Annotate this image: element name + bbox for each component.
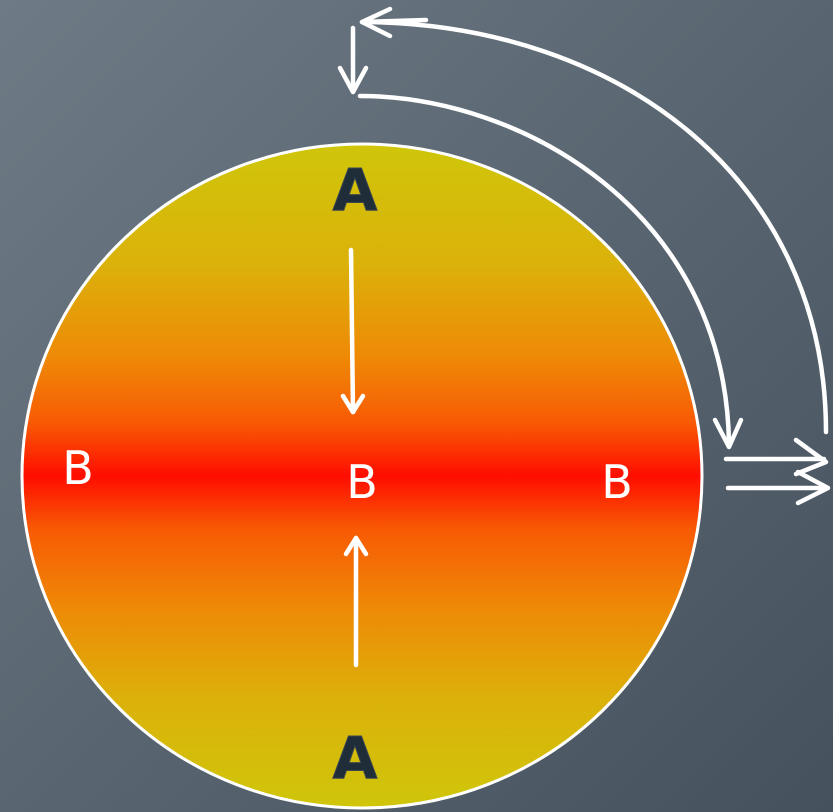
disc bbox=[20, 142, 704, 810]
label-top-a: A bbox=[333, 156, 378, 224]
label-left-b: B bbox=[62, 441, 94, 495]
arrow-outer-arc bbox=[359, 6, 829, 435]
arrow-down-to-center bbox=[340, 247, 366, 415]
label-bottom-a: A bbox=[333, 724, 378, 792]
arrow-up-to-center bbox=[343, 535, 369, 668]
label-right-b: B bbox=[601, 455, 633, 509]
arrow-inner-arc bbox=[357, 93, 744, 450]
label-center-b: B bbox=[346, 455, 378, 509]
arrow-small-down bbox=[337, 25, 369, 95]
double-right-arrow bbox=[723, 437, 831, 506]
